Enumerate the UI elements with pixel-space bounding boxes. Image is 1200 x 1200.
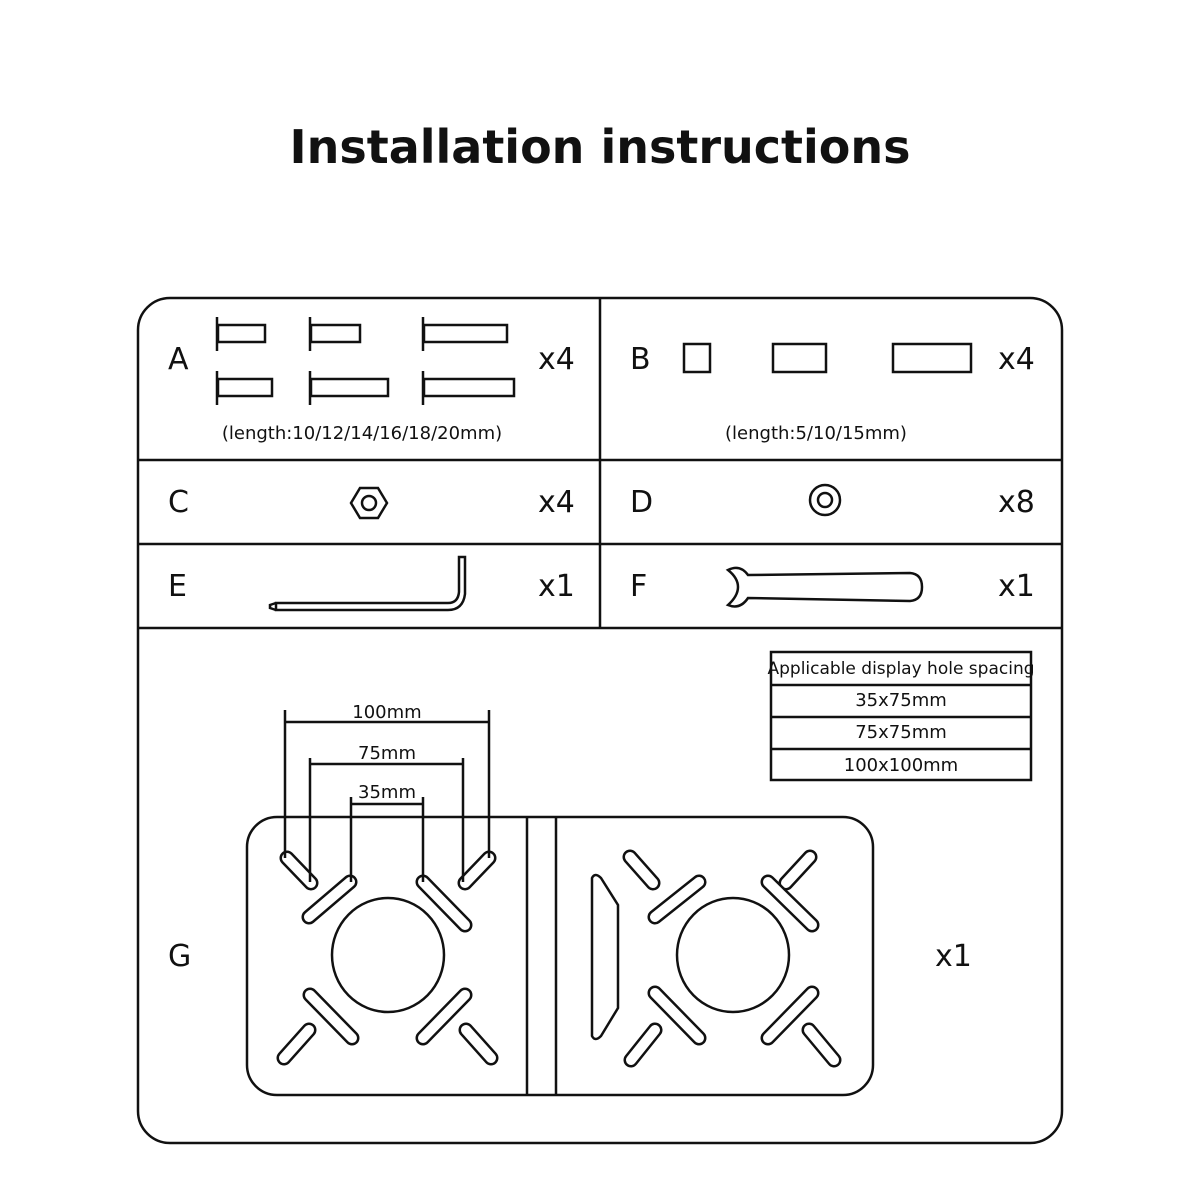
mounting-slot	[781, 852, 815, 888]
dimension-lines: 100mm 75mm 35mm	[283, 702, 491, 882]
part-g-qty: x1	[935, 939, 972, 974]
part-d-label: D	[630, 485, 653, 520]
mounting-slot	[763, 988, 817, 1043]
wrench-icon	[725, 566, 924, 608]
spacer-icon	[682, 342, 973, 374]
mounting-slot	[418, 990, 470, 1043]
mounting-slot	[460, 853, 494, 888]
mounting-slot	[304, 877, 355, 922]
washer-icon	[808, 483, 842, 517]
part-g-label: G	[168, 939, 191, 974]
hex-nut-icon	[349, 486, 389, 520]
mounting-slot	[625, 852, 658, 888]
part-e-label: E	[168, 569, 187, 604]
part-a-qty: x4	[538, 342, 575, 377]
dimension-35: 35mm	[358, 782, 416, 803]
part-d-qty: x8	[998, 485, 1035, 520]
part-e-qty: x1	[538, 569, 575, 604]
dimension-100: 100mm	[352, 702, 421, 723]
hex-key-icon	[268, 555, 467, 612]
part-c-qty: x4	[538, 485, 575, 520]
mounting-slot	[804, 1025, 839, 1065]
table-row: 35x75mm	[855, 690, 947, 711]
screw-icon	[215, 317, 516, 405]
mounting-slot	[626, 1025, 660, 1065]
vesa-plate-icon	[245, 815, 875, 1097]
mounting-slot	[282, 853, 316, 888]
hole-spacing-table: Applicable display hole spacing 35x75mm …	[767, 650, 1035, 782]
table-row: 100x100mm	[844, 755, 958, 776]
mounting-slot	[279, 1025, 314, 1063]
mounting-slot	[650, 988, 704, 1043]
mounting-slot	[461, 1025, 496, 1063]
mounting-slot	[305, 990, 357, 1043]
mounting-slot	[418, 877, 470, 930]
part-a-caption: (length:10/12/14/16/18/20mm)	[222, 423, 502, 444]
part-b-label: B	[630, 342, 651, 377]
part-f-qty: x1	[998, 569, 1035, 604]
part-f-label: F	[630, 569, 647, 604]
table-header: Applicable display hole spacing	[767, 659, 1034, 679]
part-c-label: C	[168, 485, 189, 520]
mounting-slot	[763, 877, 817, 930]
part-a-label: A	[168, 342, 189, 377]
part-b-qty: x4	[998, 342, 1035, 377]
mounting-slot	[650, 877, 704, 922]
dimension-75: 75mm	[358, 743, 416, 764]
part-b-caption: (length:5/10/15mm)	[725, 423, 907, 444]
page-title: Installation instructions	[289, 120, 910, 174]
table-row: 75x75mm	[855, 722, 947, 743]
